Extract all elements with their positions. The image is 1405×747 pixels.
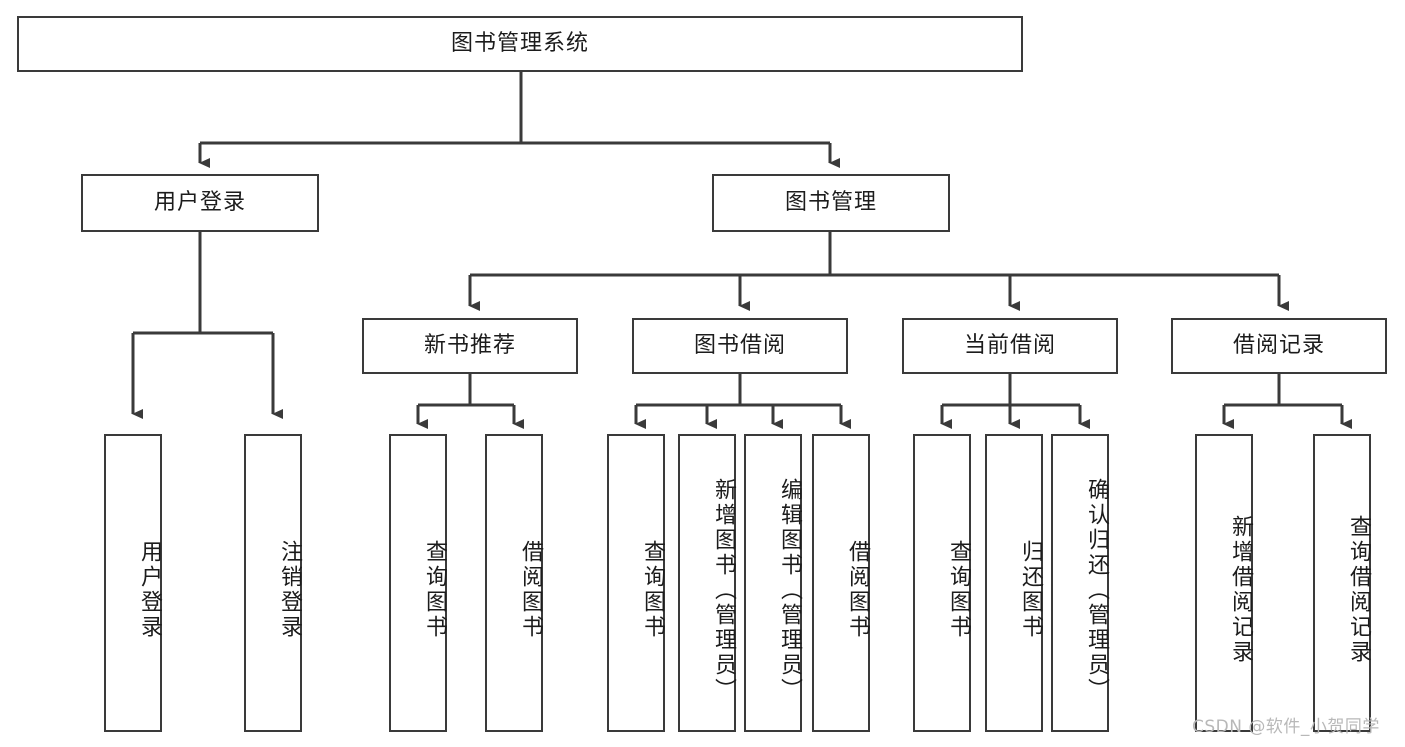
node-current-borrow[interactable]: 当前借阅 xyxy=(902,318,1118,374)
leaf-confirm-return[interactable]: 确认归还（管理员） xyxy=(1051,434,1109,732)
node-user-login-label: 用户登录 xyxy=(153,189,246,215)
watermark: CSDN @软件_小贺同学 xyxy=(1192,717,1380,737)
leaf-add-record-label: 新增借阅记录 xyxy=(1228,515,1253,665)
leaf-user-login-label: 用户登录 xyxy=(137,540,162,640)
leaf-borrow-book-2[interactable]: 借阅图书 xyxy=(812,434,870,732)
leaf-query-record[interactable]: 查询借阅记录 xyxy=(1313,434,1371,732)
leaf-return-book[interactable]: 归还图书 xyxy=(985,434,1043,732)
leaf-user-login[interactable]: 用户登录 xyxy=(104,434,162,732)
leaf-query-book-1[interactable]: 查询图书 xyxy=(389,434,447,732)
leaf-query-book-2[interactable]: 查询图书 xyxy=(607,434,665,732)
node-book-management[interactable]: 图书管理 xyxy=(712,174,950,232)
node-root[interactable]: 图书管理系统 xyxy=(17,16,1023,72)
leaf-confirm-return-label: 确认归还（管理员） xyxy=(1084,477,1109,703)
leaf-borrow-book-2-label: 借阅图书 xyxy=(845,540,870,640)
leaf-query-book-1-label: 查询图书 xyxy=(422,540,447,640)
node-new-book-recommend-label: 新书推荐 xyxy=(423,332,516,358)
node-book-borrow-label: 图书借阅 xyxy=(693,332,786,358)
leaf-edit-book-label: 编辑图书（管理员） xyxy=(777,477,802,703)
leaf-add-record[interactable]: 新增借阅记录 xyxy=(1195,434,1253,732)
node-borrow-record-label: 借阅记录 xyxy=(1232,332,1325,358)
leaf-query-record-label: 查询借阅记录 xyxy=(1346,515,1371,665)
node-user-login[interactable]: 用户登录 xyxy=(81,174,319,232)
leaf-add-book-label: 新增图书（管理员） xyxy=(711,477,736,703)
leaf-query-book-3[interactable]: 查询图书 xyxy=(913,434,971,732)
leaf-edit-book[interactable]: 编辑图书（管理员） xyxy=(744,434,802,732)
node-new-book-recommend[interactable]: 新书推荐 xyxy=(362,318,578,374)
leaf-add-book[interactable]: 新增图书（管理员） xyxy=(678,434,736,732)
leaf-logout-label: 注销登录 xyxy=(277,540,302,640)
node-book-borrow[interactable]: 图书借阅 xyxy=(632,318,848,374)
node-current-borrow-label: 当前借阅 xyxy=(963,332,1056,358)
leaf-query-book-3-label: 查询图书 xyxy=(946,540,971,640)
leaf-query-book-2-label: 查询图书 xyxy=(640,540,665,640)
leaf-borrow-book-1[interactable]: 借阅图书 xyxy=(485,434,543,732)
node-root-label: 图书管理系统 xyxy=(450,30,589,56)
node-borrow-record[interactable]: 借阅记录 xyxy=(1171,318,1387,374)
node-book-management-label: 图书管理 xyxy=(784,189,877,215)
leaf-logout[interactable]: 注销登录 xyxy=(244,434,302,732)
leaf-return-book-label: 归还图书 xyxy=(1018,540,1043,640)
leaf-borrow-book-1-label: 借阅图书 xyxy=(518,540,543,640)
